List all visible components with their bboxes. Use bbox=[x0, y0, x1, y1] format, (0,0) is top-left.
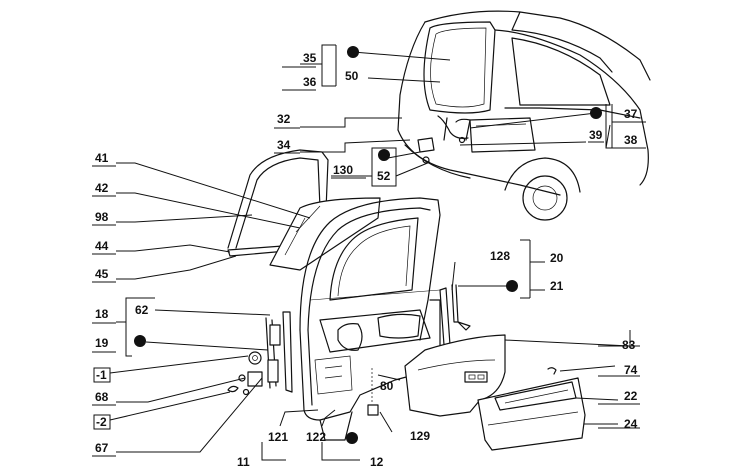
callout-42: 42 bbox=[95, 181, 109, 195]
callout-34: 34 bbox=[277, 138, 291, 152]
dot-marker-130 bbox=[378, 149, 390, 161]
callout-45: 45 bbox=[95, 267, 109, 281]
callout-80: 80 bbox=[380, 379, 394, 393]
callout-41: 41 bbox=[95, 151, 109, 165]
callout-121: 121 bbox=[268, 430, 288, 444]
callout-24: 24 bbox=[624, 417, 638, 431]
callout-36: 36 bbox=[303, 75, 317, 89]
callout-labels: 35 36 50 32 34 37 39 38 41 42 98 44 45 1… bbox=[95, 51, 638, 469]
callout-18: 18 bbox=[95, 307, 109, 321]
callout-52: 52 bbox=[377, 169, 391, 183]
dot-marker-12 bbox=[346, 432, 358, 444]
door-check-strap bbox=[367, 284, 471, 416]
callout-83: 83 bbox=[622, 338, 636, 352]
callout-98: 98 bbox=[95, 210, 109, 224]
callout-62: 62 bbox=[135, 303, 149, 317]
callout-boxes bbox=[93, 367, 111, 430]
door-glass-assembly bbox=[227, 149, 381, 271]
callout-19: 19 bbox=[95, 336, 109, 350]
callout-21: 21 bbox=[550, 279, 564, 293]
callout-minus-1: -1 bbox=[96, 368, 107, 382]
callout-130: 130 bbox=[333, 163, 353, 177]
callout-20: 20 bbox=[550, 251, 564, 265]
leader-lines bbox=[92, 44, 646, 461]
callout-44: 44 bbox=[95, 239, 109, 253]
dot-marker-37 bbox=[590, 107, 602, 119]
callout-128: 128 bbox=[490, 249, 510, 263]
callout-32: 32 bbox=[277, 112, 291, 126]
door-weatherstrip-and-hinges bbox=[227, 311, 293, 396]
callout-11: 11 bbox=[237, 455, 250, 469]
callout-129: 129 bbox=[410, 429, 430, 443]
dot-marker-35 bbox=[347, 46, 359, 58]
callout-minus-2: -2 bbox=[96, 415, 107, 429]
callout-38: 38 bbox=[624, 133, 638, 147]
dot-marker-19 bbox=[134, 335, 146, 347]
callout-74: 74 bbox=[624, 363, 638, 377]
callout-22: 22 bbox=[624, 389, 638, 403]
callout-37: 37 bbox=[624, 107, 638, 121]
callout-122: 122 bbox=[306, 430, 326, 444]
callout-35: 35 bbox=[303, 51, 317, 65]
callout-68: 68 bbox=[95, 390, 109, 404]
callout-67: 67 bbox=[95, 441, 109, 455]
callout-12: 12 bbox=[370, 455, 384, 469]
door-trim-panel-lower bbox=[477, 367, 586, 451]
dot-marker-21 bbox=[506, 280, 518, 292]
callout-39: 39 bbox=[589, 128, 603, 142]
dot-markers bbox=[134, 46, 602, 444]
callout-50: 50 bbox=[345, 69, 359, 83]
